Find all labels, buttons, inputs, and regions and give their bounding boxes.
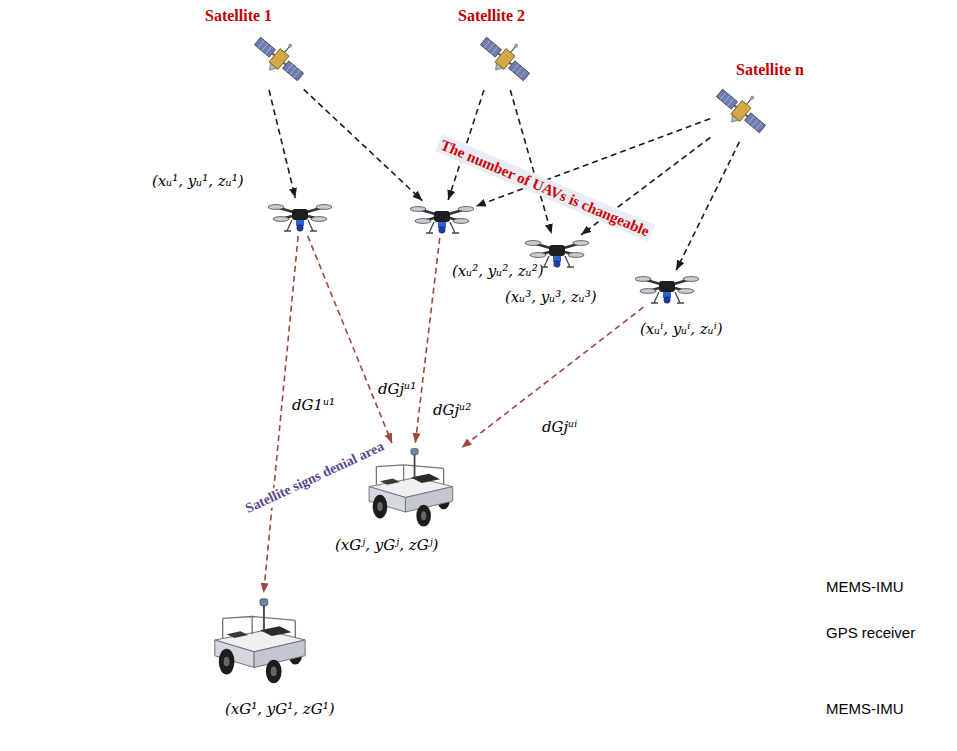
legend-icons [630,599,694,626]
glass-tower [470,464,560,478]
satellite: Satellite 1 [205,6,312,88]
satellite-icon [248,26,313,88]
connector-group [264,89,740,593]
road-lines [20,590,130,602]
ugv-icon [215,599,305,683]
distance-label: dGjᵘⁱ [540,418,579,436]
signal-arrow [304,89,423,200]
road-lines [360,594,466,672]
office-tower [188,288,216,300]
satellite-icon [474,26,539,88]
legend-label: MEMS-IMU [826,578,904,596]
ranging-link [462,307,644,447]
satellite-icon [712,82,770,140]
office-tower [164,322,238,458]
legend-icons [783,699,817,718]
glass-tower [517,467,527,473]
glass-tower [530,466,560,690]
legend-icons [647,682,707,738]
coordinate-label: (xᵤ¹, yᵤ¹, zᵤ¹) [152,172,244,190]
uav: (xᵤ², yᵤ², zᵤ²) [410,202,474,236]
satellite: Satellite n [712,60,808,140]
signal-arrow [269,90,295,198]
satellite: Satellite 2 [458,6,538,88]
road-lines [2,497,130,540]
coordinate-label: (xᵤ², yᵤ², zᵤ²) [452,262,544,280]
satellite-label: Satellite n [736,60,804,79]
signal-arrow [476,119,710,207]
glass-tower [470,478,530,690]
legend-label: MEMS-IMU [826,700,904,718]
legend-icons [630,574,822,738]
satellite-label: Satellite 1 [205,6,272,25]
drone-icon [525,241,589,268]
office-tower [150,458,250,470]
region-outline [167,132,753,304]
distance-label: dGjᵘ¹ [376,380,418,398]
uav-swarm-region: The number of UAVs is changeable (xᵤ¹, yᵤ… [165,130,755,306]
distance-label: dGjᵘ² [431,401,473,419]
satellite-icon [250,30,308,88]
road-lines [2,410,466,749]
ground-vehicle: (xG¹, yG¹, zG¹) [205,595,313,687]
legend-bracket [744,574,762,652]
coordinate-label: (xᵤⁱ, yᵤⁱ, zᵤⁱ) [640,320,723,338]
drone-icon [635,277,699,304]
distance-label: dG1ᵘ¹ [290,396,337,414]
drone-icon [635,272,699,306]
legend-icons [770,621,822,642]
coordinate-label: (xG¹, yG¹, zG¹) [225,700,335,718]
office-tower [194,282,210,288]
swarm-caption: The number of UAVs is changeable [435,135,655,242]
office-tower [144,282,256,495]
glass-tower [500,467,510,473]
signal-arrow [510,90,551,234]
road-lines [168,718,398,749]
drone-icon [525,236,589,270]
legend-icons [783,577,817,596]
drone-icon [268,205,332,232]
ranging-link [264,236,299,593]
coordinate-label: (xᵤ³, yᵤ³, zᵤ³) [505,288,597,306]
uav: (xᵤⁱ, yᵤⁱ, zᵤⁱ) [635,272,699,306]
glass-tower [470,464,560,690]
office-tower [222,322,238,458]
uav: (xᵤ¹, yᵤ¹, zᵤ¹) [268,200,332,234]
office-tower [144,470,256,495]
drone-icon [268,200,332,234]
satellite-icon [476,30,534,88]
satellite-label: Satellite 2 [458,6,525,25]
ugv-icon [369,448,453,526]
area-label: Satellite signs denial area [240,437,389,519]
uav: (xᵤ³, yᵤ³, zᵤ³) [525,236,589,270]
ugv-icon [205,595,313,687]
signal-arrow [676,142,739,270]
office-tower [180,300,222,322]
satellite-icon [710,78,775,140]
legend-label: GPS receiver [826,624,915,642]
drone-icon [410,202,474,236]
coordinate-label: (xGʲ, yGʲ, zGʲ) [335,536,438,554]
drone-icon [410,207,474,234]
